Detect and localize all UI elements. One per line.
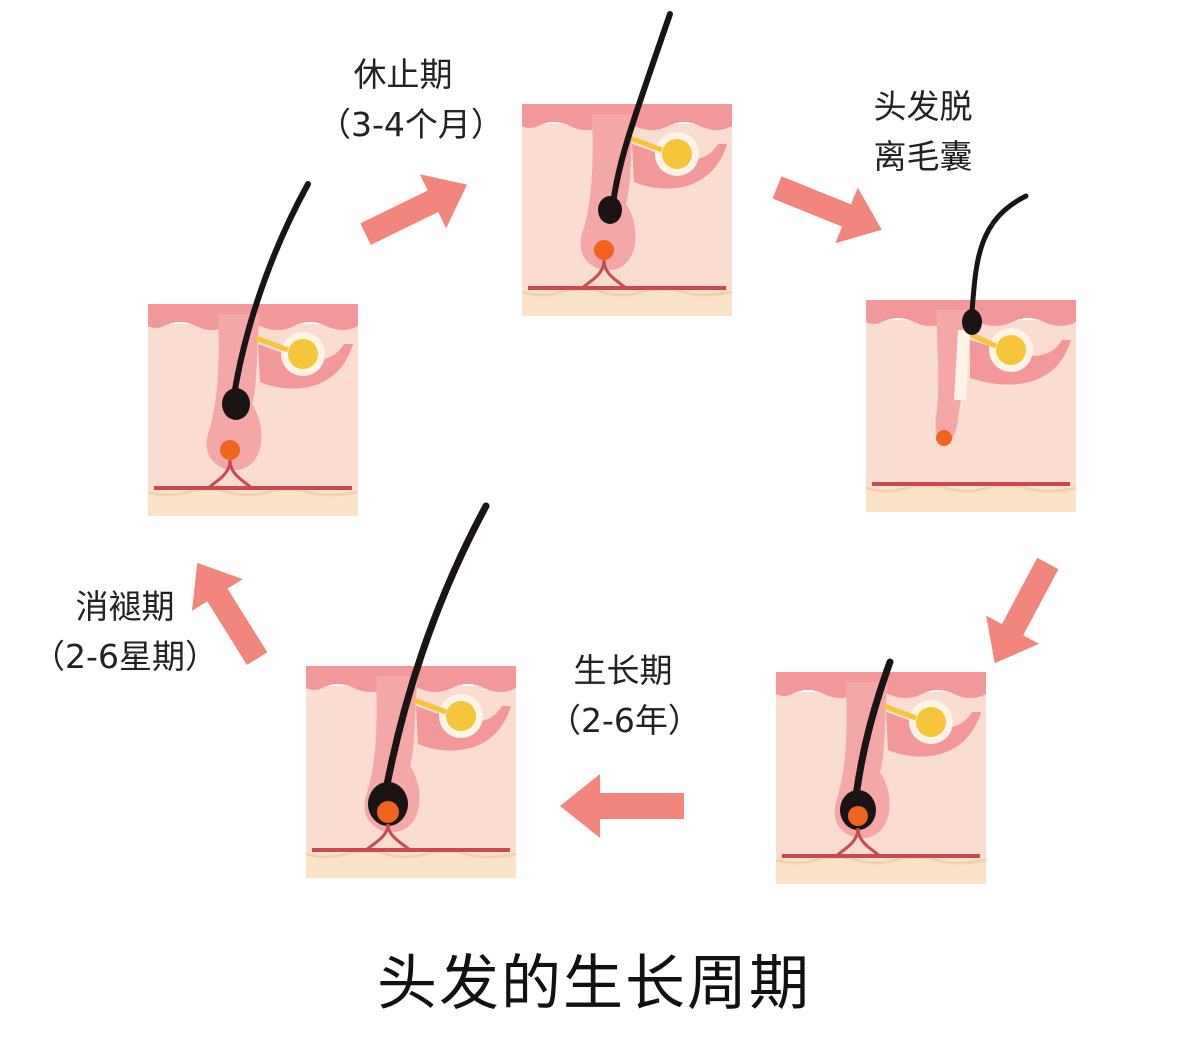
hair-strand: [382, 502, 490, 794]
growth-duration: （2-6年）: [548, 701, 701, 740]
resting-name: 休止期: [353, 55, 453, 94]
label-shedding: 头发脱 离毛囊: [858, 82, 988, 182]
label-growth: 生长期 （2-6年）: [548, 646, 701, 746]
panel-early-growth: [774, 658, 988, 886]
regression-duration: （2-6星期）: [32, 637, 218, 676]
papilla-icon: [220, 440, 240, 460]
arrow-down-icon: [986, 557, 1059, 664]
papilla-icon: [377, 801, 399, 823]
hair-strand: [609, 11, 673, 215]
label-regression: 消褪期 （2-6星期）: [30, 582, 220, 682]
arrow-left-icon: [560, 774, 684, 838]
label-resting: 休止期 （3-4个月）: [318, 50, 504, 150]
page-title: 头发的生长周期: [377, 949, 811, 1019]
regression-name: 消褪期: [75, 587, 175, 626]
arrow-right-icon: [772, 176, 882, 244]
resting-duration: （3-4个月）: [318, 105, 504, 144]
shedding-line2: 离毛囊: [873, 137, 973, 176]
shedding-line1: 头发脱: [873, 87, 973, 126]
panel-resting: [520, 11, 734, 318]
papilla-icon: [848, 806, 868, 826]
hair-strand: [852, 658, 894, 800]
panel-regression: [146, 181, 360, 518]
papilla-icon: [594, 240, 614, 260]
panel-shedding: [864, 193, 1078, 514]
hair-strand: [969, 193, 1029, 315]
hair-strand: [231, 181, 311, 399]
arrow-right-icon: [360, 174, 468, 245]
arrow-up-icon: [191, 562, 268, 666]
panel-growth: [304, 502, 518, 880]
growth-name: 生长期: [573, 651, 673, 690]
papilla-icon: [936, 430, 952, 446]
